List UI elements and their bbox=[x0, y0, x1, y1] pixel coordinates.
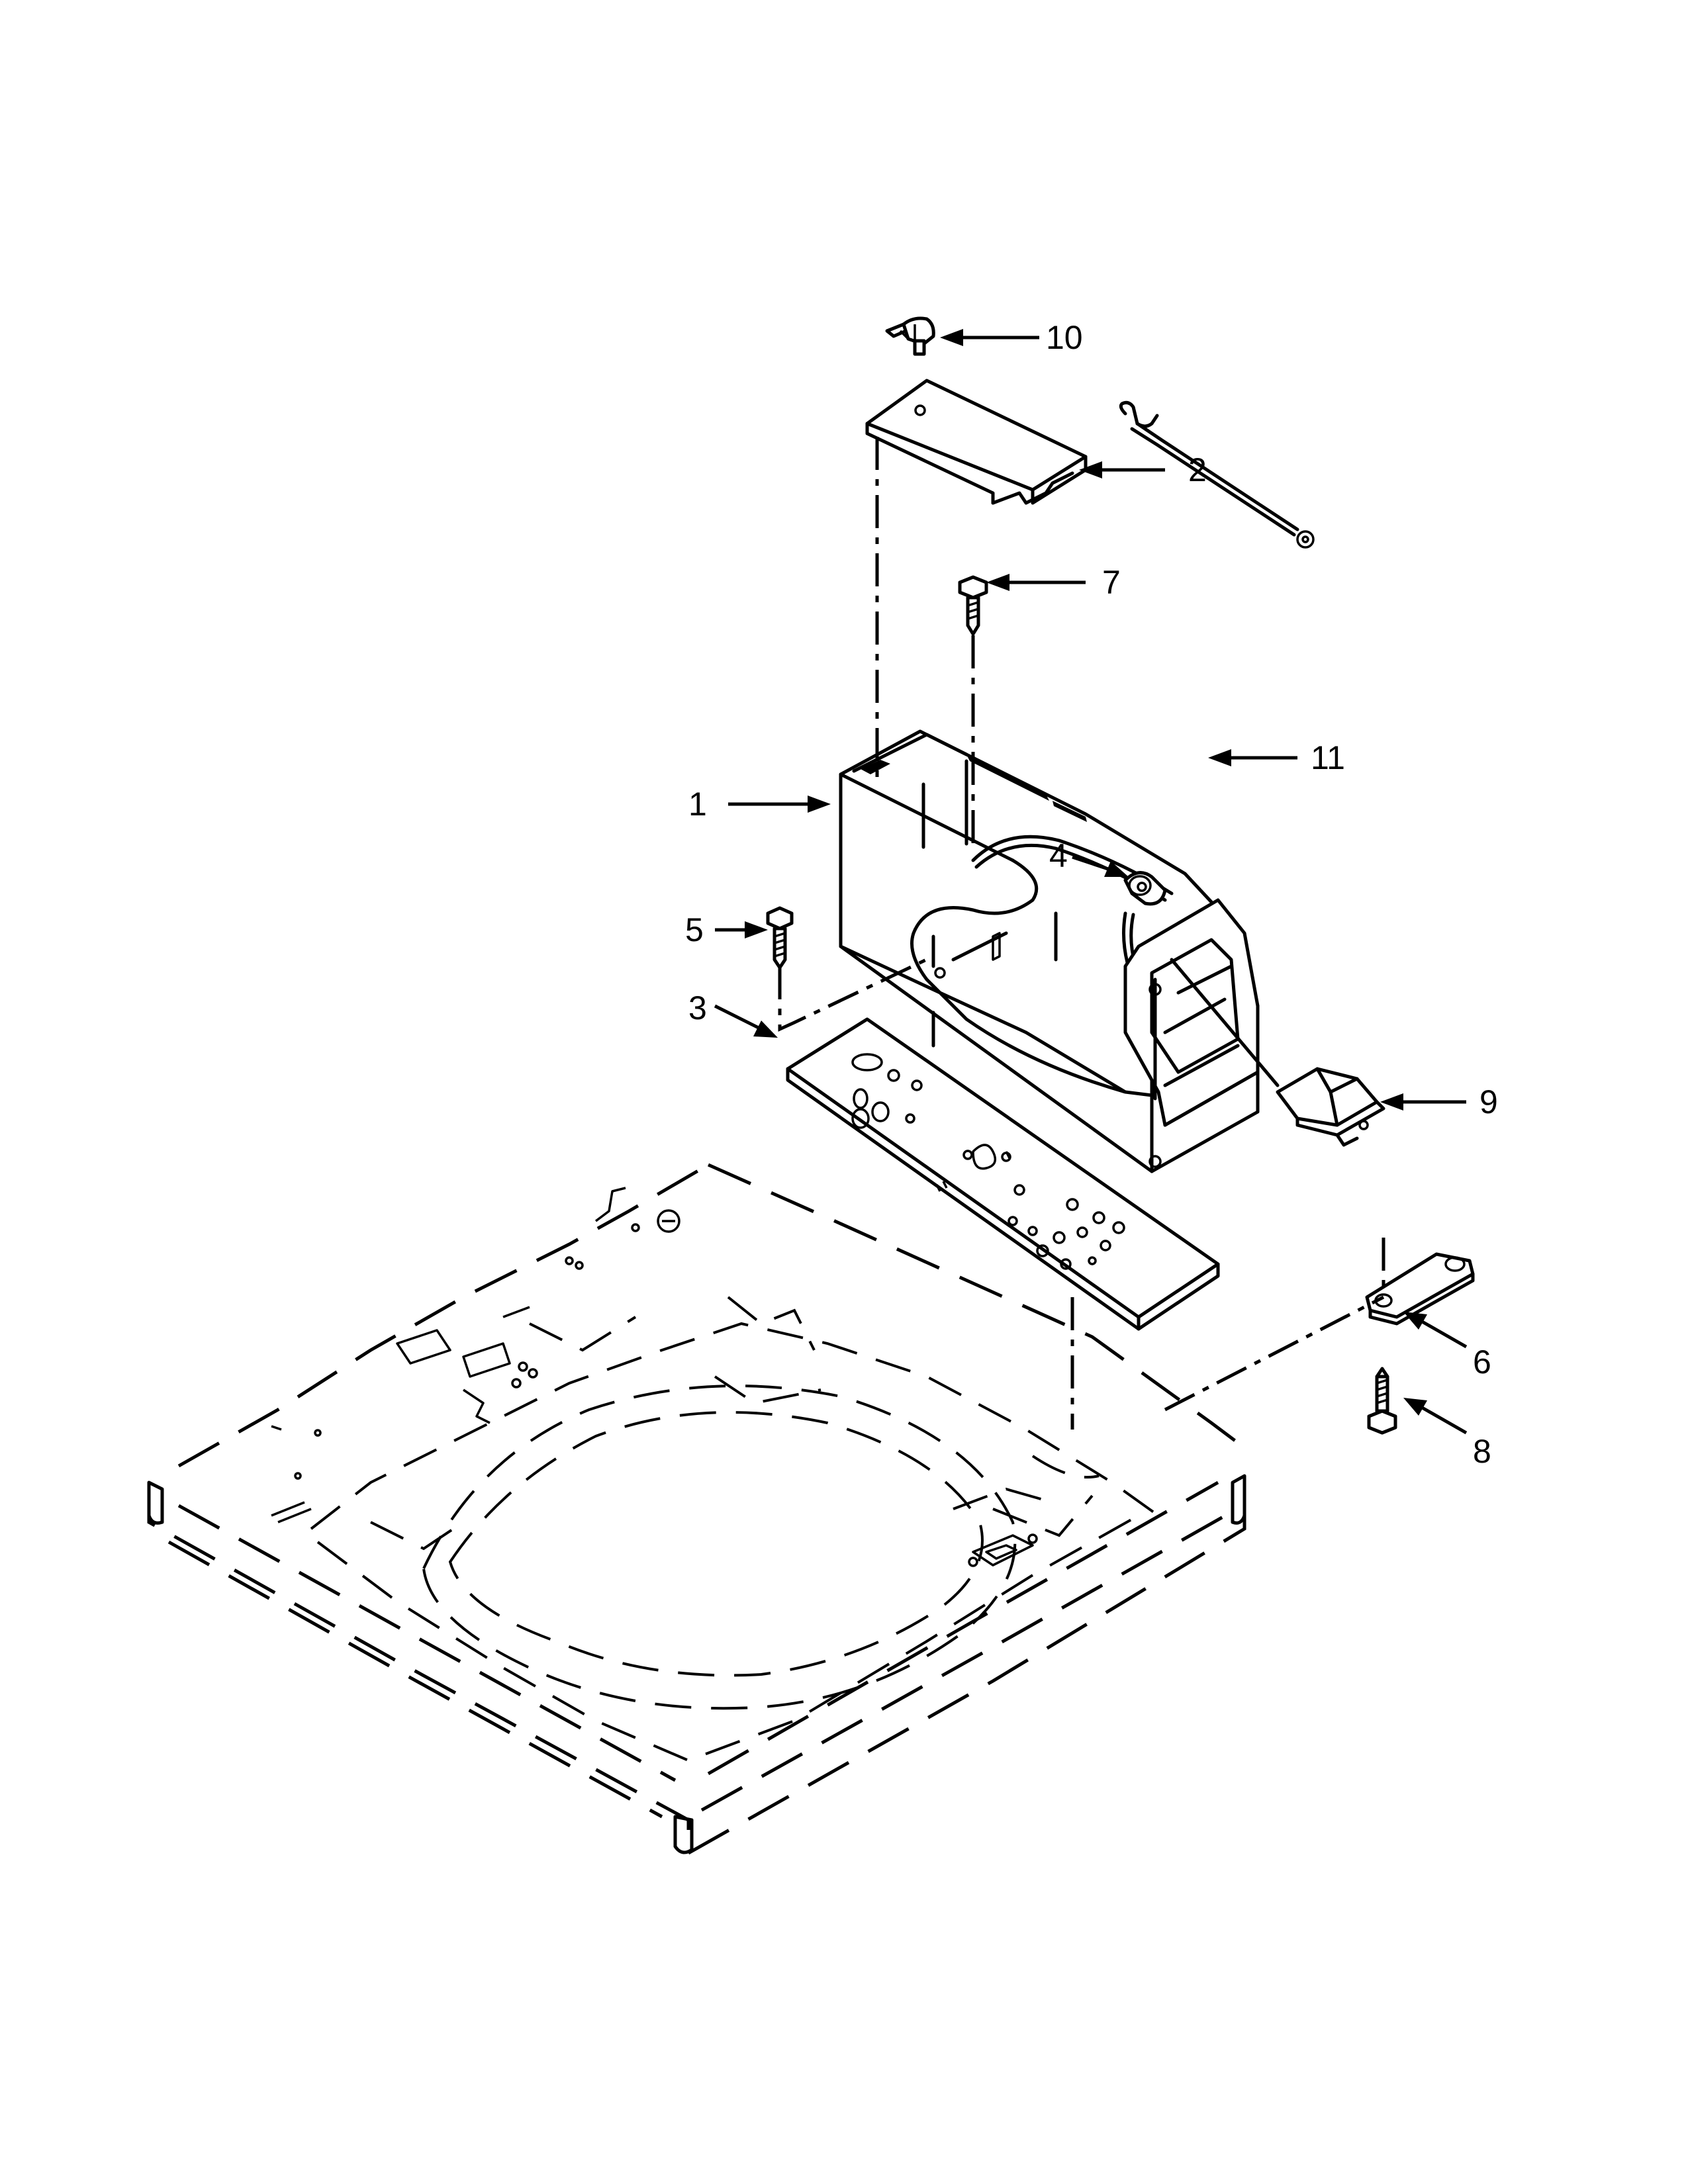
part-9-clip bbox=[1170, 958, 1385, 1147]
part-5-screw bbox=[766, 906, 794, 970]
callout-8: 8 bbox=[1473, 1433, 1491, 1470]
part-2-cover bbox=[865, 379, 1088, 505]
callout-2: 2 bbox=[1188, 451, 1207, 488]
assembly-lines bbox=[778, 437, 1385, 1430]
callout-5: 5 bbox=[685, 911, 704, 948]
callout-7: 7 bbox=[1102, 564, 1121, 601]
callout-arrows bbox=[714, 329, 1468, 1435]
base-plate bbox=[147, 1163, 1246, 1855]
callout-10: 10 bbox=[1046, 319, 1083, 356]
callout-6: 6 bbox=[1473, 1343, 1491, 1381]
part-8-screw bbox=[1367, 1367, 1397, 1435]
callout-4: 4 bbox=[1049, 837, 1068, 874]
callout-9: 9 bbox=[1479, 1083, 1498, 1120]
part-4-grommet bbox=[1123, 871, 1167, 906]
callout-labels: 10 2 7 11 1 4 5 9 3 6 8 bbox=[685, 319, 1498, 1470]
part-11-wire bbox=[1119, 400, 1315, 549]
callout-1: 1 bbox=[688, 786, 707, 823]
part-1-housing bbox=[839, 729, 1260, 1173]
part-10-fastener bbox=[885, 316, 935, 356]
callout-3: 3 bbox=[688, 989, 707, 1026]
part-3-board bbox=[786, 1017, 1220, 1331]
callout-11: 11 bbox=[1311, 739, 1345, 776]
part-7-screw bbox=[958, 575, 988, 636]
